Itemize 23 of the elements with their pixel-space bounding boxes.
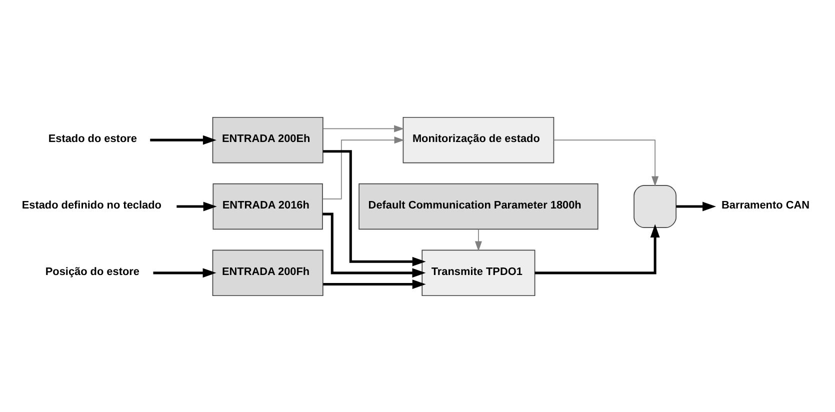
node-box: ENTRADA 2016h — [212, 182, 323, 230]
node-text: Estado do estore — [48, 132, 137, 145]
arrow — [322, 212, 426, 278]
node-box: Default Communication Parameter 1800h — [358, 182, 598, 230]
arrow — [553, 139, 659, 186]
arrow — [322, 136, 404, 199]
arrow — [676, 201, 716, 211]
node-text: Estado definido no teclado — [22, 199, 162, 212]
arrow — [150, 134, 216, 144]
arrow — [323, 150, 426, 266]
node-box: Monitorização de estado — [402, 116, 554, 163]
node-text: Barramento CAN — [721, 199, 810, 212]
node-box: Transmite TPDO1 — [422, 249, 536, 296]
node-text: Posição do estore — [45, 265, 140, 278]
node-box: ENTRADA 200Eh — [212, 116, 324, 163]
arrow — [176, 201, 217, 211]
arrow — [474, 228, 482, 251]
arrow — [323, 279, 426, 288]
arrow — [153, 268, 216, 278]
node-box — [634, 184, 676, 228]
node-box: ENTRADA 200Fh — [212, 249, 324, 296]
arrow — [534, 224, 660, 274]
arrow — [322, 124, 404, 132]
